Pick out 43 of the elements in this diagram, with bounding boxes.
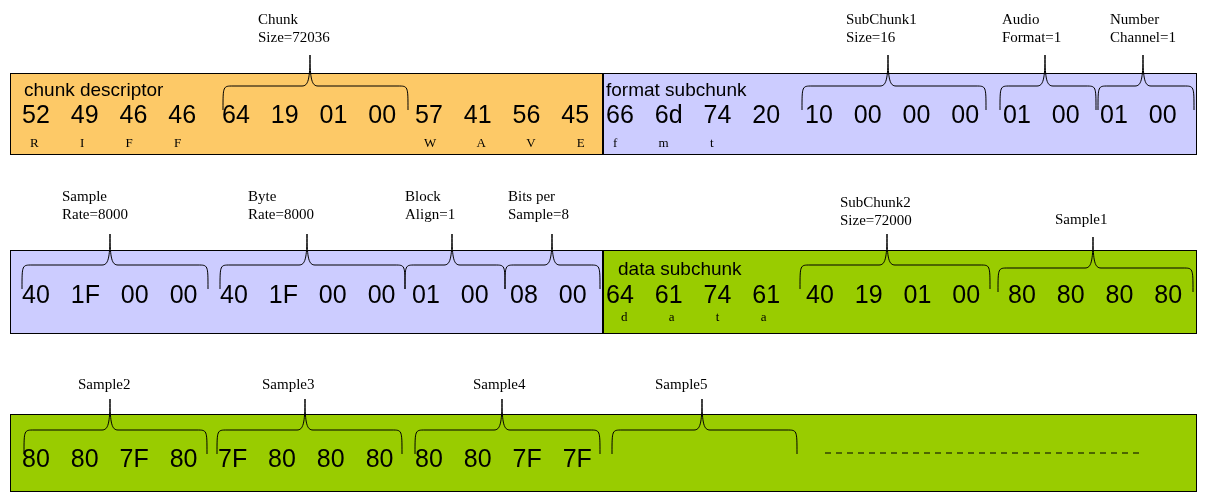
hex-bytes: 01 00 [1003, 102, 1080, 127]
field-label: Sample3 [262, 375, 316, 393]
section-title: format subchunk [606, 80, 747, 99]
hex-bytes: 10 00 00 00 [805, 102, 980, 127]
hex-bytes: 40 1F 00 00 [22, 282, 198, 307]
hex-bytes: 57 41 56 45 [415, 102, 590, 127]
field-label: Block Align=1 [405, 187, 457, 223]
field-label: Sample2 [78, 375, 132, 393]
hex-bytes: 80 80 7F 80 [22, 446, 198, 471]
field-label: SubChunk2 Size=72000 [840, 193, 913, 229]
field-label: Sample Rate=8000 [62, 187, 129, 223]
field-label: Audio Format=1 [1002, 10, 1063, 46]
hex-bytes: 52 49 46 46 [22, 102, 197, 127]
ascii-letters: d a t a [621, 310, 767, 323]
byte-field-band [603, 250, 1197, 334]
hex-bytes: 66 6d 74 20 [606, 102, 781, 127]
field-label: Number Channel=1 [1110, 10, 1177, 46]
byte-field-band [10, 250, 603, 334]
hex-bytes: 40 19 01 00 [806, 282, 981, 307]
field-label: Bits per Sample=8 [508, 187, 570, 223]
hex-bytes: 7F 80 80 80 [218, 446, 394, 471]
hex-bytes: 40 1F 00 00 [220, 282, 396, 307]
byte-field-band [10, 414, 1197, 492]
ascii-letters: f m t [613, 136, 714, 149]
section-title: chunk descriptor [24, 80, 164, 99]
hex-bytes: 64 61 74 61 [606, 282, 781, 307]
ascii-letters: R I F F [30, 136, 182, 149]
field-label: Sample1 [1055, 210, 1109, 228]
hex-bytes: 64 19 01 00 [222, 102, 397, 127]
hex-bytes: 80 80 80 80 [1008, 282, 1183, 307]
field-label: Chunk Size=72036 [258, 10, 331, 46]
section-title: data subchunk [618, 259, 742, 278]
field-label: Sample4 [473, 375, 527, 393]
hex-bytes: 01 00 [1100, 102, 1177, 127]
byte-field-band [603, 73, 1197, 155]
byte-field-band [10, 73, 603, 155]
hex-bytes: 08 00 [510, 282, 587, 307]
hex-bytes: 80 80 7F 7F [415, 446, 592, 471]
field-label: Byte Rate=8000 [248, 187, 315, 223]
field-label: SubChunk1 Size=16 [846, 10, 918, 46]
ascii-letters: W A V E [424, 136, 585, 149]
field-label: Sample5 [655, 375, 709, 393]
hex-bytes: 01 00 [412, 282, 489, 307]
